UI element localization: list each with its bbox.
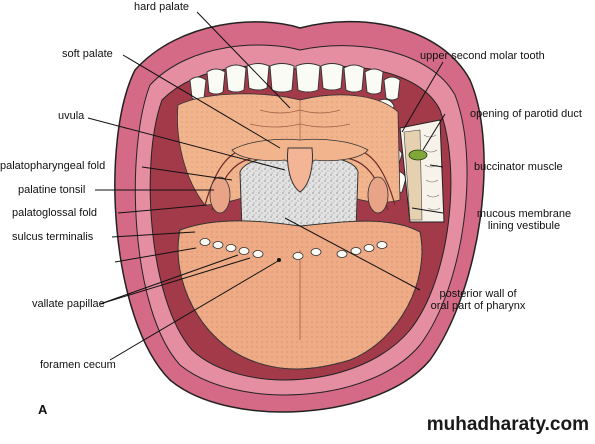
label-hard-palate: hard palate (134, 1, 190, 13)
label-upper-second-molar-tooth: upper second molar tooth (420, 50, 545, 62)
label-mucous-membrane: mucous membrane lining vestibule (468, 208, 580, 232)
label-mucous-membrane-line1: mucous membrane (476, 208, 572, 220)
label-foramen-cecum: foramen cecum (40, 359, 116, 371)
label-posterior-wall-line2: oral part of pharynx (430, 300, 526, 312)
label-posterior-wall-line1: posterior wall of (439, 288, 517, 300)
leader-lines (87, 11, 446, 361)
right-palatine-tonsil (367, 176, 389, 214)
label-buccinator-muscle: buccinator muscle (474, 161, 563, 173)
label-palatoglossal-fold: palatoglossal fold (12, 207, 98, 219)
label-vallate-papillae: vallate papillae (32, 298, 105, 310)
label-palatopharyngeal-fold: palatopharyngeal fold (0, 160, 106, 172)
cheek-section (399, 119, 445, 223)
vallate-papillae (199, 238, 388, 260)
left-palatine-tonsil (209, 176, 231, 214)
panel-letter: A (38, 402, 48, 417)
watermark: muhadharaty.com (426, 414, 589, 435)
label-soft-palate: soft palate (62, 48, 113, 60)
label-mucous-membrane-line2: lining vestibule (487, 220, 561, 232)
label-uvula: uvula (58, 110, 85, 122)
label-opening-of-parotid-duct: opening of parotid duct (470, 108, 582, 120)
label-posterior-wall: posterior wall of oral part of pharynx (408, 288, 548, 312)
parotid-duct-opening (408, 149, 428, 161)
label-sulcus-terminalis: sulcus terminalis (12, 231, 94, 243)
label-palatine-tonsil: palatine tonsil (18, 184, 86, 196)
uvula (287, 147, 313, 193)
